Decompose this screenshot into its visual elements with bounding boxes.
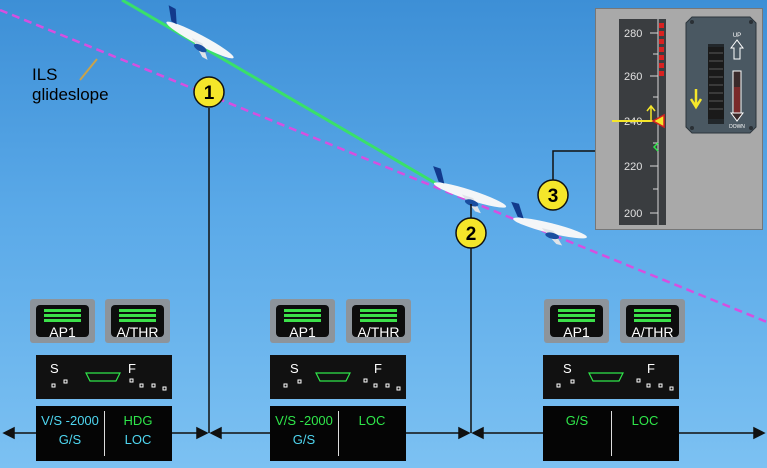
flap-s-label: S (563, 361, 572, 376)
fma-lateral-armed: LOC (124, 432, 152, 447)
athr-label: A/THR (116, 324, 159, 340)
flap-f-label: F (128, 361, 136, 376)
ils-label-pointer (79, 58, 98, 81)
speedbrake-down-arrow-icon (730, 112, 744, 122)
fma-vertical-mode: G/S (565, 413, 589, 428)
speedbrake-lever (708, 47, 724, 119)
speed-trend-arrow (646, 104, 656, 121)
speed-tick-200: 200 (624, 208, 642, 220)
speed-tick-280: 280 (624, 28, 642, 40)
fma-lateral-mode: LOC (631, 413, 659, 428)
aircraft-icon (166, 5, 234, 60)
aircraft-icon (511, 201, 587, 246)
ils-glideslope-label: ILS glideslope (32, 65, 109, 105)
marker-3-connector (552, 150, 605, 184)
flight-path-line (121, 0, 443, 189)
flap-s-label: S (290, 361, 299, 376)
fma-lateral-mode: HDG (123, 413, 153, 428)
flap-scale-icon (51, 372, 167, 391)
marker-3-number: 3 (548, 186, 559, 207)
ap1-button: AP1 (30, 299, 95, 343)
fma-vertical-armed: G/S (292, 432, 316, 447)
vmo-barber-pole (659, 23, 664, 76)
aircraft-icon (433, 166, 507, 214)
fma-vertical-armed: G/S (58, 432, 82, 447)
ils-label-line-1: ILS (32, 65, 58, 84)
lever-down-arrow-icon (689, 89, 703, 110)
athr-label: A/THR (631, 324, 674, 340)
flap-indicator: S F (543, 355, 679, 399)
marker-2-number: 2 (466, 224, 477, 245)
marker-1-circle (193, 76, 225, 108)
fma-display: V/S -2000 G/S LOC (270, 406, 406, 461)
fma-lateral-mode: LOC (358, 413, 386, 428)
fma-vertical-mode: V/S -2000 (41, 413, 99, 428)
speedbrake-up-label: UP (733, 33, 741, 39)
speedbrake-down-label: DOWN (729, 124, 745, 130)
ap1-button: AP1 (544, 299, 609, 343)
flap-scale-icon (556, 372, 674, 391)
marker-2-circle (455, 217, 487, 249)
speed-inset: 280 260 240 220 200 (595, 8, 763, 230)
speed-tick-260: 260 (624, 71, 642, 83)
ils-label-line-2: glideslope (32, 85, 109, 104)
athr-button: A/THR (105, 299, 170, 343)
flap-scale-icon (283, 372, 401, 391)
ap1-label: AP1 (563, 324, 590, 340)
athr-button: A/THR (620, 299, 685, 343)
ap1-label: AP1 (289, 324, 316, 340)
marker-3-circle (537, 179, 569, 211)
marker-1-number: 1 (204, 83, 215, 104)
fma-vertical-mode: V/S -2000 (275, 413, 333, 428)
athr-button: A/THR (346, 299, 411, 343)
flap-f-label: F (374, 361, 382, 376)
fma-display: V/S -2000 G/S HDG LOC (36, 406, 172, 461)
speed-tick-220: 220 (624, 161, 642, 173)
ap1-label: AP1 (49, 324, 76, 340)
green-dot-speed-icon (652, 142, 659, 152)
speedbrake-up-arrow-icon (730, 39, 744, 60)
fma-display: G/S LOC (543, 406, 679, 461)
athr-label: A/THR (357, 324, 400, 340)
inset-canvas: 280 260 240 220 200 (612, 16, 757, 225)
ils-glideslope-line (0, 8, 767, 324)
speed-target-triangle (651, 113, 665, 129)
flap-s-label: S (50, 361, 59, 376)
ap1-button: AP1 (270, 299, 335, 343)
flap-f-label: F (647, 361, 655, 376)
flap-indicator: S F (270, 355, 406, 399)
flap-indicator: S F (36, 355, 172, 399)
